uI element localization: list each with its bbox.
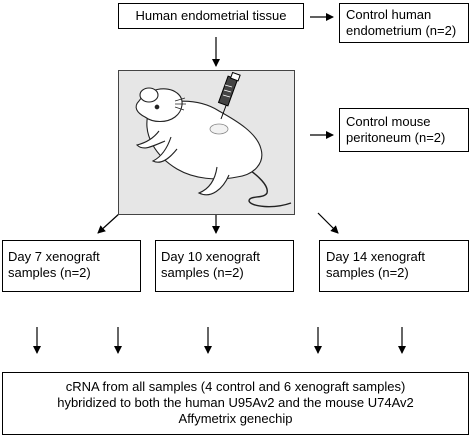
day7-samples-box: Day 7 xenograft samples (n=2) xyxy=(2,240,141,292)
mouse-with-syringe-icon xyxy=(135,71,292,208)
source-tissue-label: Human endometrial tissue xyxy=(135,8,287,23)
control-endometrium-line2: endometrium (n=2) xyxy=(346,23,457,38)
control-endometrium-line1: Control human xyxy=(346,7,432,22)
hybridization-line3: Affymetrix genechip xyxy=(178,411,293,426)
day10-line2: samples (n=2) xyxy=(161,265,244,280)
control-peritoneum-line1: Control mouse xyxy=(346,114,431,129)
control-endometrium-box: Control human endometrium (n=2) xyxy=(339,3,469,43)
mouse-illustration xyxy=(118,70,295,215)
day7-line1: Day 7 xenograft xyxy=(8,249,100,264)
control-peritoneum-box: Control mouse peritoneum (n=2) xyxy=(339,108,469,152)
hybridization-box: cRNA from all samples (4 control and 6 x… xyxy=(2,372,469,435)
day10-line1: Day 10 xenograft xyxy=(161,249,261,264)
day14-samples-box: Day 14 xenograft samples (n=2) xyxy=(319,240,469,292)
day7-line2: samples (n=2) xyxy=(8,265,91,280)
hybridization-line2: hybridized to both the human U95Av2 and … xyxy=(57,395,414,410)
source-tissue-box: Human endometrial tissue xyxy=(118,3,304,29)
arrow-to-day7 xyxy=(97,212,121,234)
arrow-to-day14 xyxy=(317,212,339,234)
day14-line1: Day 14 xenograft xyxy=(326,249,426,264)
control-peritoneum-line2: peritoneum (n=2) xyxy=(346,130,446,145)
day10-samples-box: Day 10 xenograft samples (n=2) xyxy=(155,240,294,292)
day14-line2: samples (n=2) xyxy=(326,265,409,280)
hybridization-line1: cRNA from all samples (4 control and 6 x… xyxy=(65,379,406,394)
